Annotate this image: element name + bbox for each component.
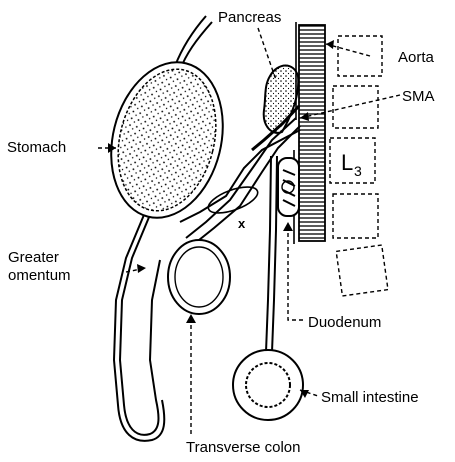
vertebra-4 <box>333 194 378 238</box>
label-duodenum: Duodenum <box>308 314 381 331</box>
label-small-intestine: Small intestine <box>321 389 419 406</box>
pancreas <box>264 66 299 133</box>
vertebra-1 <box>338 36 382 76</box>
label-transverse-colon: Transverse colon <box>186 439 301 456</box>
label-aorta: Aorta <box>398 49 435 66</box>
label-greater-omentum-1: Greater <box>8 249 59 266</box>
vertebra-2 <box>333 86 378 128</box>
vertebra-5 <box>336 245 388 296</box>
small-intestine-mucosa <box>246 363 290 407</box>
label-pancreas: Pancreas <box>218 9 281 26</box>
marker-x: x <box>238 216 246 231</box>
small-bowel-mesentery <box>266 156 277 352</box>
label-sma: SMA <box>402 88 435 105</box>
transverse-colon-inner <box>175 247 223 307</box>
vertebra-l3-label: L <box>341 150 353 175</box>
duodenum <box>278 158 299 216</box>
label-greater-omentum-2: omentum <box>8 267 71 284</box>
aorta <box>299 25 325 241</box>
vertebra-l3-sub: 3 <box>354 163 362 179</box>
label-stomach: Stomach <box>7 139 66 156</box>
